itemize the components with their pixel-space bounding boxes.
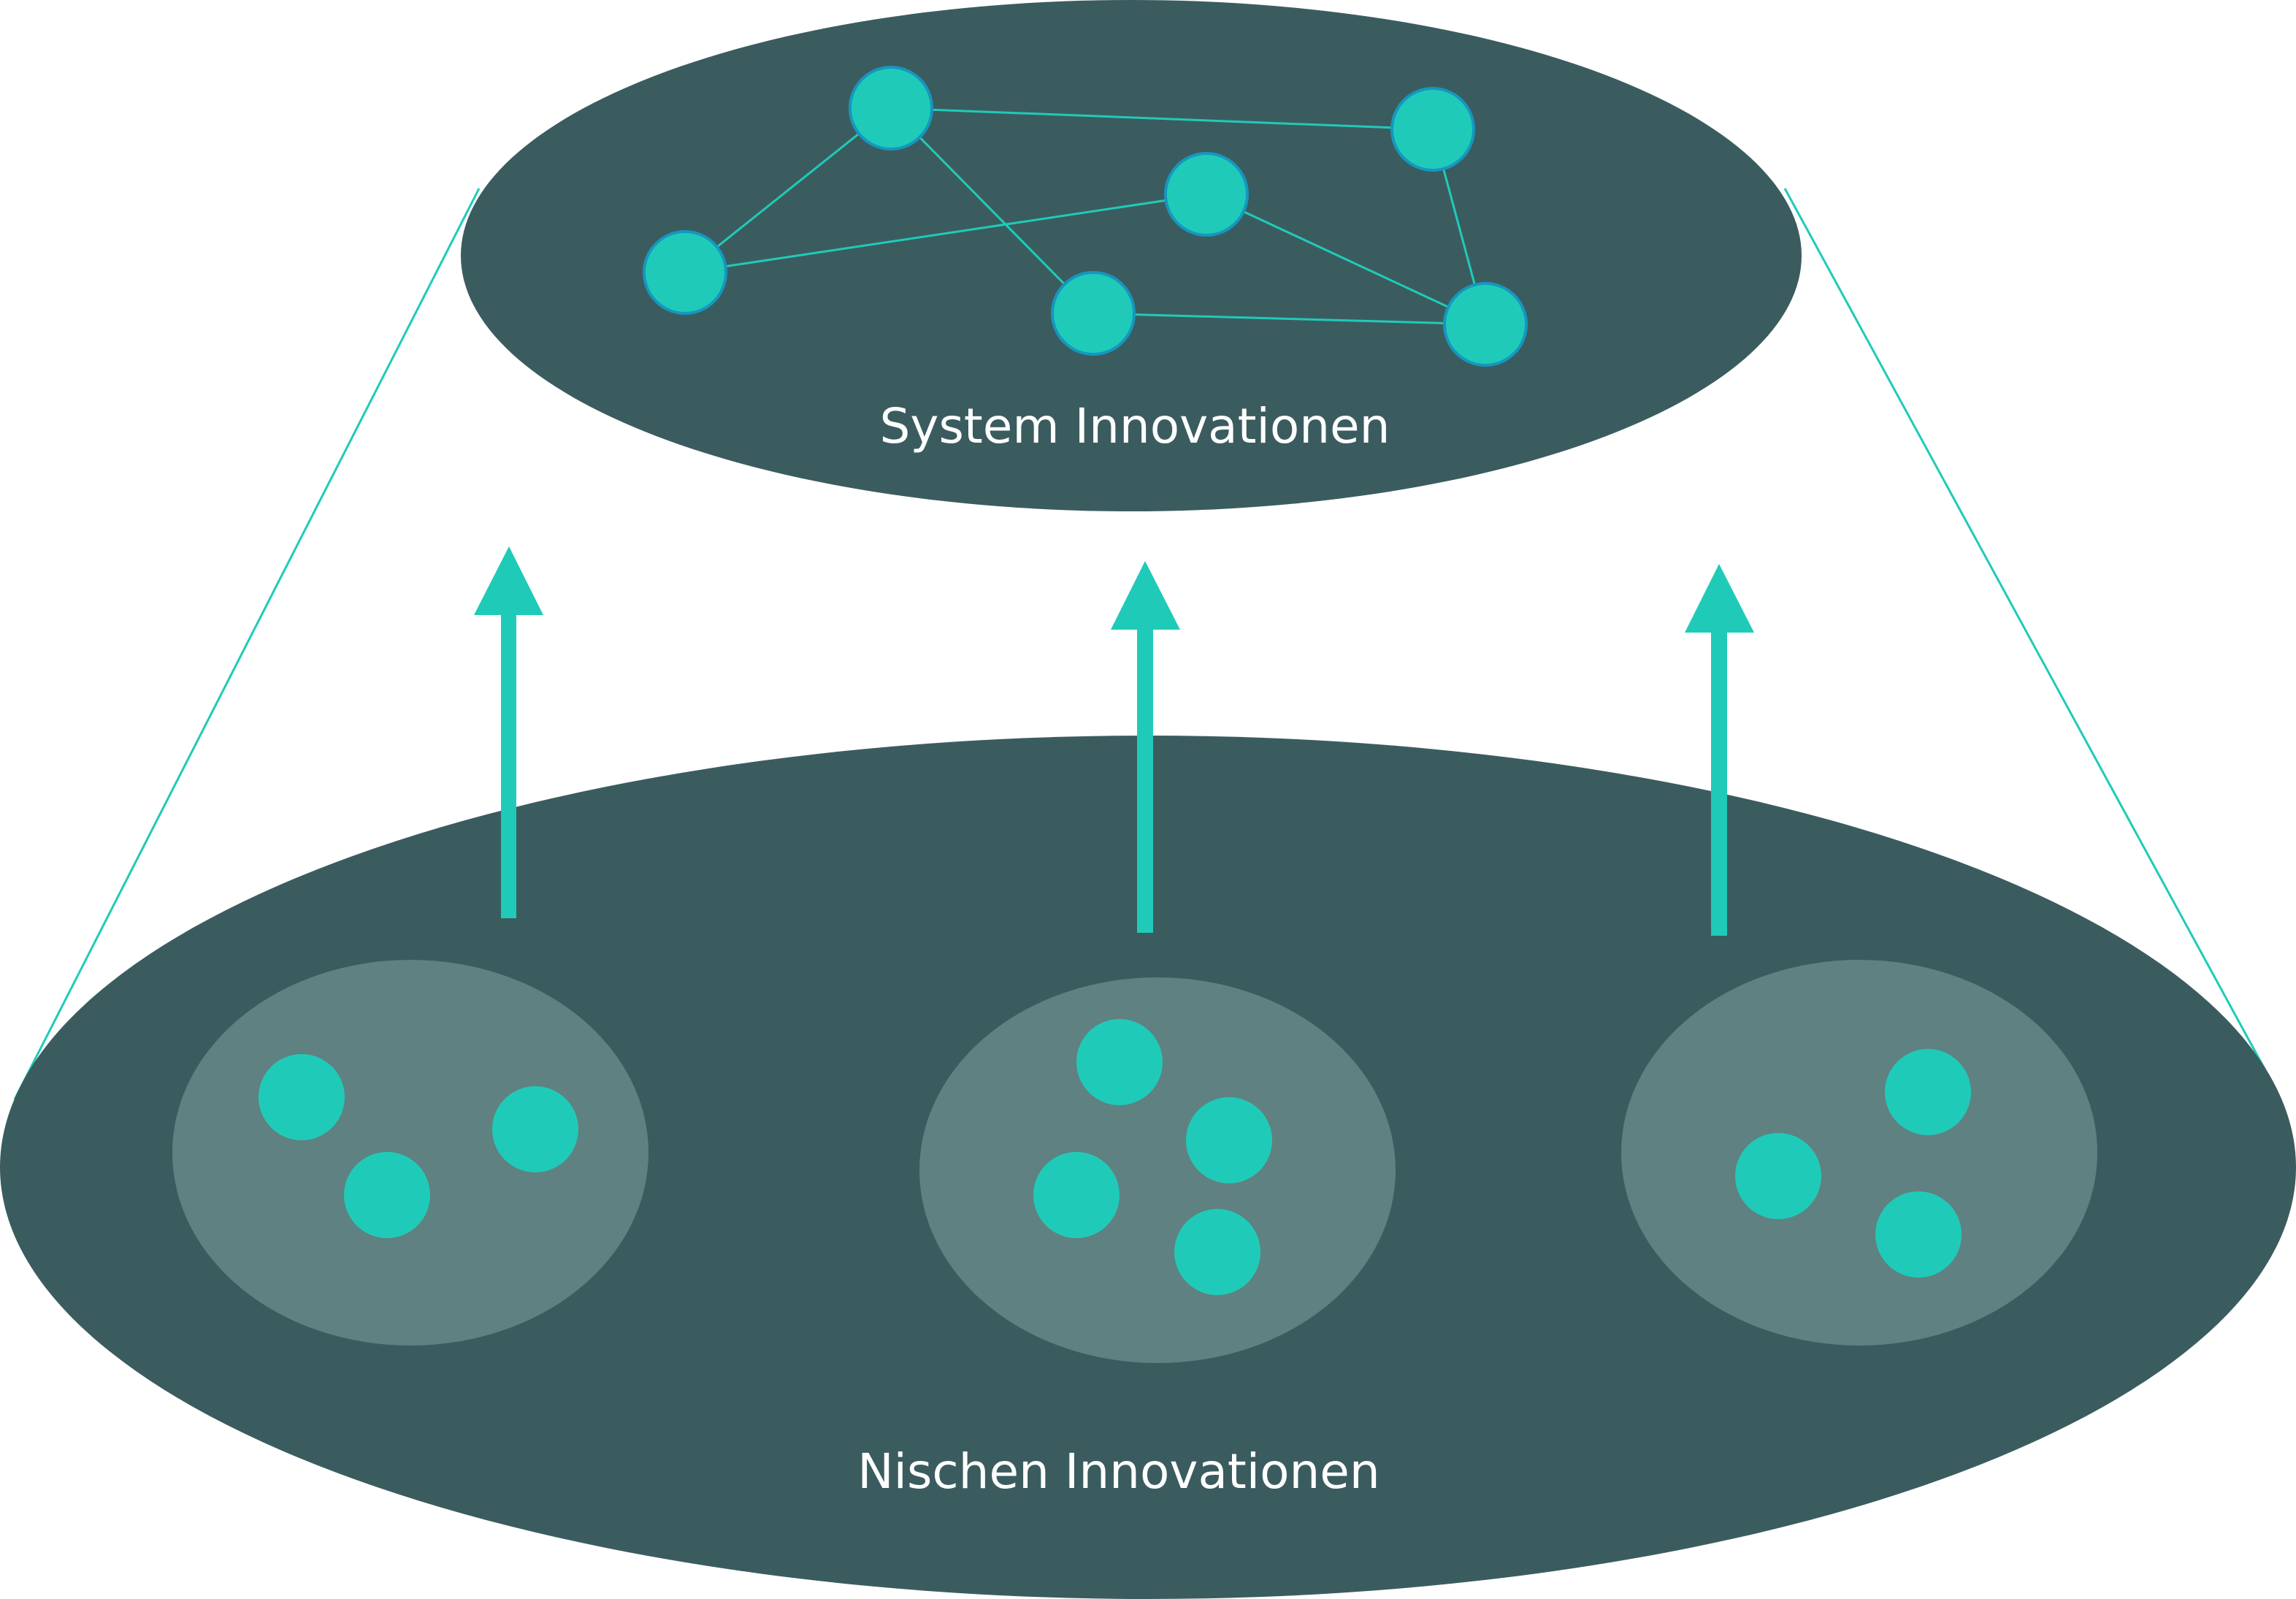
niche-node-icon <box>1174 1209 1260 1295</box>
system-node-icon <box>1443 282 1528 367</box>
system-network-edges <box>684 107 1487 326</box>
system-innovation-label: System Innovationen <box>880 398 1390 454</box>
arrow-up-icon <box>474 546 543 918</box>
funnel-line-left <box>13 188 481 1100</box>
system-node-icon <box>643 230 727 315</box>
niche-innovation-label: Nischen Innovationen <box>857 1443 1380 1500</box>
niche-node-icon <box>259 1054 345 1140</box>
niche-node-icon <box>1076 1019 1163 1105</box>
niche-node-icon <box>1885 1049 1971 1135</box>
niche-cluster-center <box>919 977 1396 1363</box>
system-node-icon <box>1390 87 1475 172</box>
niche-node-icon <box>344 1152 430 1238</box>
arrow-up-icon <box>1111 561 1180 933</box>
niche-cluster-right <box>1621 960 2097 1346</box>
niche-node-icon <box>492 1086 578 1172</box>
system-node-icon <box>1051 271 1136 356</box>
niche-cluster-left <box>172 960 648 1346</box>
niche-node-icon <box>1875 1191 1962 1278</box>
funnel-line-right <box>1783 188 2267 1071</box>
niche-node-icon <box>1186 1097 1272 1183</box>
arrow-up-icon <box>1685 564 1754 936</box>
niche-node-icon <box>1735 1133 1821 1219</box>
system-node-icon <box>1164 152 1249 237</box>
system-node-icon <box>849 66 933 150</box>
niche-node-icon <box>1033 1152 1120 1238</box>
